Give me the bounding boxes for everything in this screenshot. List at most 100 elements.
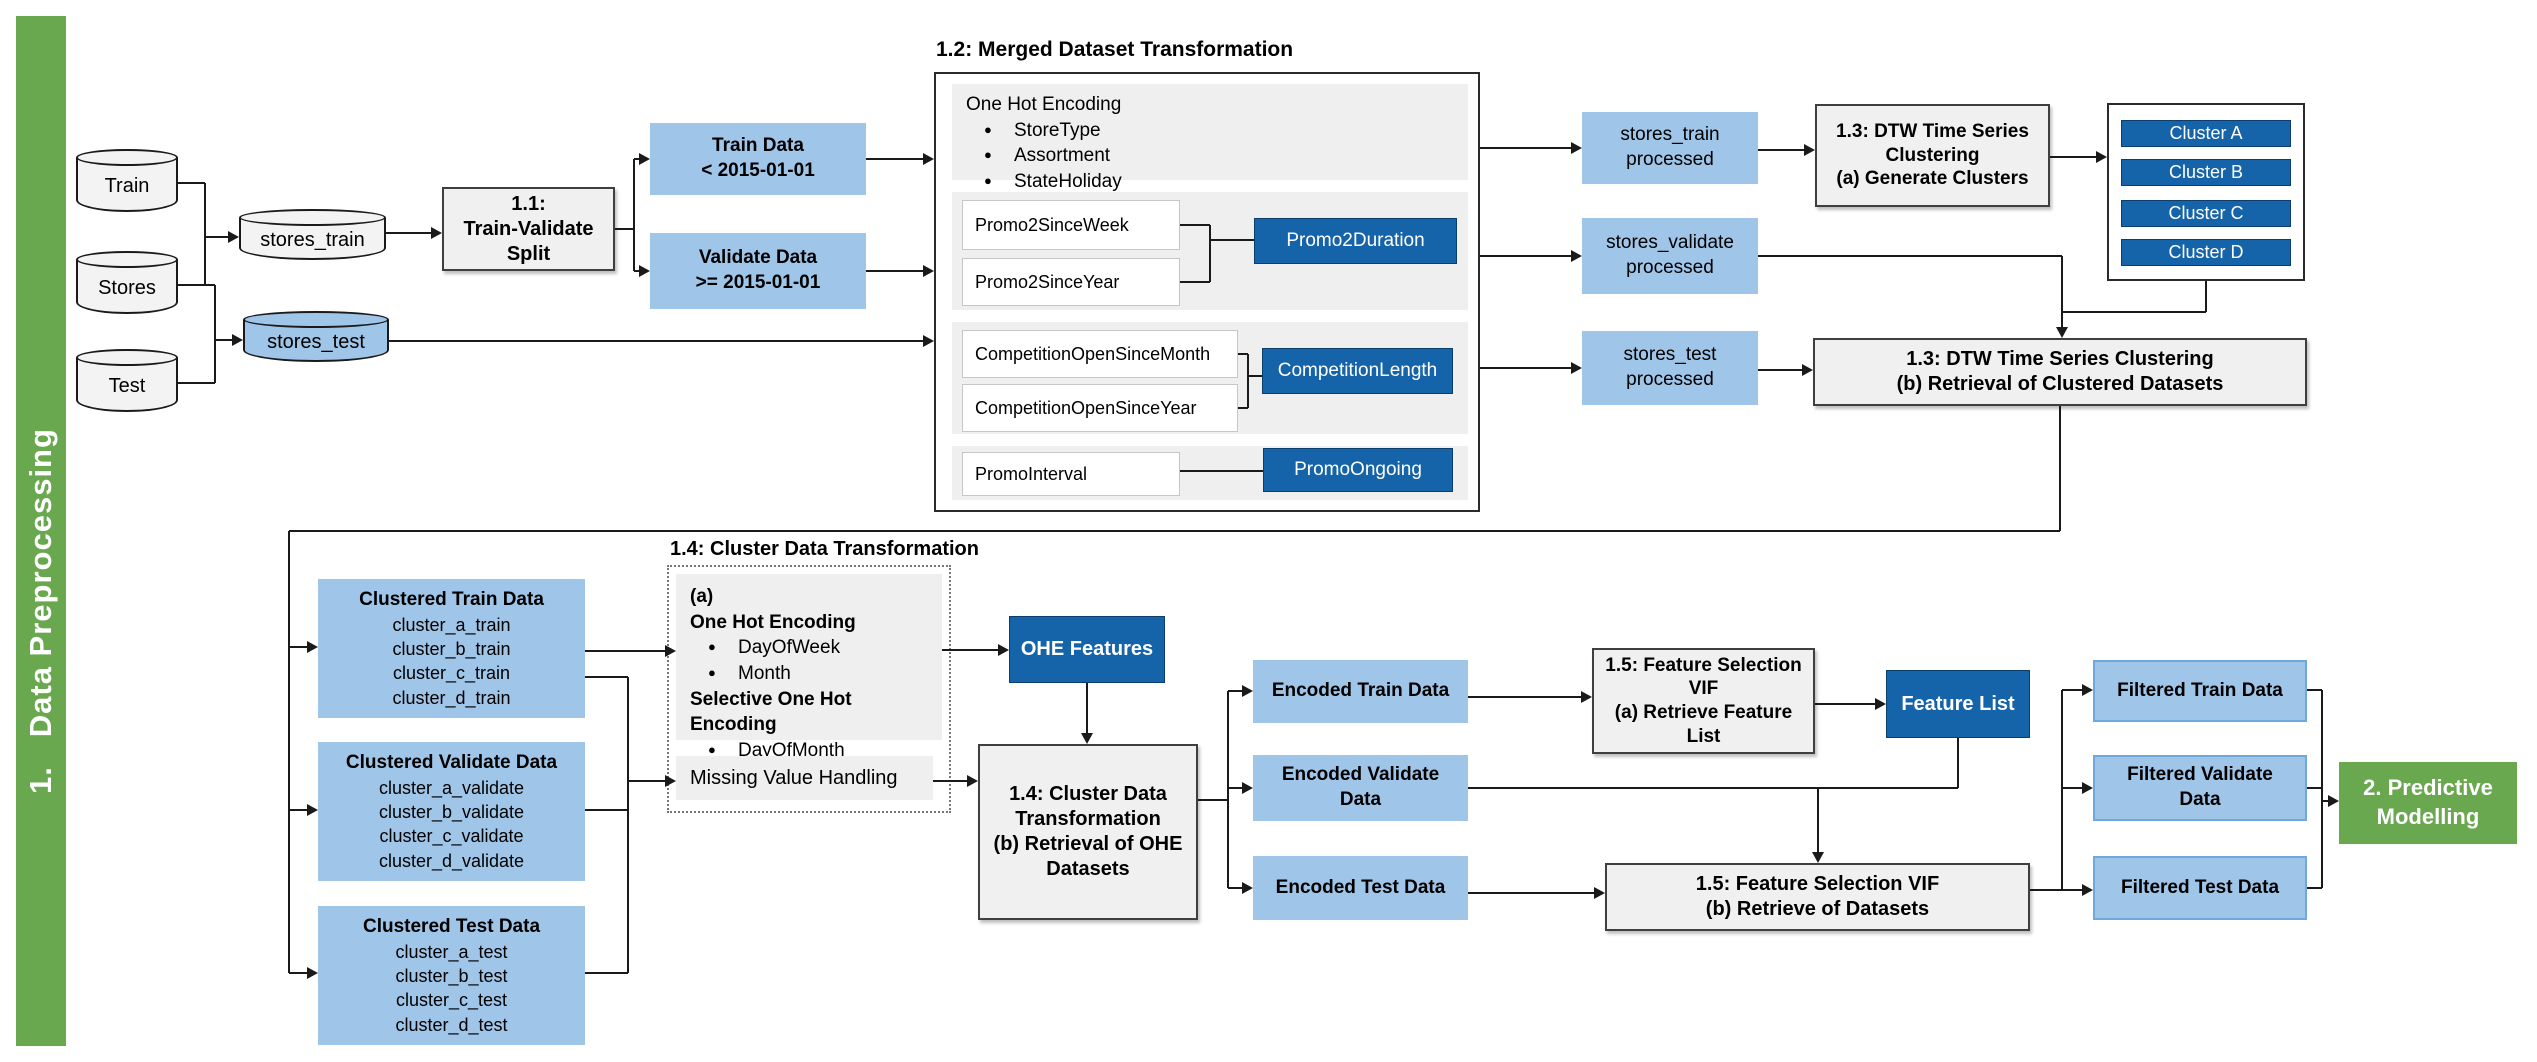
connector-line xyxy=(933,780,969,782)
connector-line xyxy=(1758,369,1804,371)
connector-line xyxy=(289,646,309,648)
encoded-train-label: Encoded Train Data xyxy=(1271,680,1450,702)
connector-line xyxy=(1468,787,1958,789)
connector-line xyxy=(1209,225,1211,282)
validate-data-label: Validate Data >= 2015-01-01 xyxy=(695,247,821,293)
cluster-d-box: Cluster D xyxy=(2121,239,2291,266)
connector-line xyxy=(1227,691,1229,888)
feature-list-label: Feature List xyxy=(1901,692,2015,715)
step-1-4b-box: 1.4: Cluster Data Transformation (b) Ret… xyxy=(978,744,1198,920)
connector-line xyxy=(2062,689,2084,691)
clustered-train-title: Clustered Train Data xyxy=(359,589,544,611)
db-stores-label: Stores xyxy=(98,276,156,299)
connector-line xyxy=(178,182,205,184)
arrowhead-icon xyxy=(923,265,934,277)
arrowhead-icon xyxy=(665,645,676,657)
arrowhead-icon xyxy=(2082,684,2093,696)
connector-line xyxy=(178,382,215,384)
filtered-train-box: Filtered Train Data xyxy=(2093,660,2307,722)
arrowhead-icon xyxy=(1081,733,1093,744)
step-1-4a-section: (a) One Hot Encoding DayOfWeek Month Sel… xyxy=(676,574,942,761)
connector-line xyxy=(1480,367,1573,369)
clustered-train-box: Clustered Train Data cluster_a_train clu… xyxy=(318,579,585,718)
connector-line xyxy=(866,158,925,160)
promo2sinceyear-label: Promo2SinceYear xyxy=(975,271,1120,292)
arrowhead-icon xyxy=(1571,250,1582,262)
arrowhead-icon xyxy=(1242,882,1253,894)
step-1-3a-box: 1.3: DTW Time Series Clustering (a) Gene… xyxy=(1815,104,2050,207)
connector-line xyxy=(585,650,667,652)
connector-line xyxy=(1198,799,1228,801)
arrowhead-icon xyxy=(2056,327,2068,338)
db-stores-train: stores_train xyxy=(239,209,386,260)
connector-line xyxy=(866,270,925,272)
connector-line xyxy=(2061,690,2063,890)
encoded-test-box: Encoded Test Data xyxy=(1253,856,1468,920)
promoongoing-label: PromoOngoing xyxy=(1294,459,1422,480)
stores-test-processed-box: stores_test processed xyxy=(1582,331,1758,405)
cluster-c-box: Cluster C xyxy=(2121,200,2291,227)
connector-line xyxy=(2307,787,2322,789)
step-1-1-label: 1.1: Train-Validate Split xyxy=(463,192,594,265)
step-1-4-title: 1.4: Cluster Data Transformation xyxy=(670,538,979,560)
stage2-label: 2. Predictive Modelling xyxy=(2363,775,2493,829)
arrowhead-icon xyxy=(1242,685,1253,697)
step-1-5b-label: 1.5: Feature Selection VIF (b) Retrieve … xyxy=(1695,873,1940,920)
connector-line xyxy=(289,809,309,811)
step-1-4b-label: 1.4: Cluster Data Transformation (b) Ret… xyxy=(993,783,1183,880)
connector-line xyxy=(2307,689,2322,691)
connector-line xyxy=(1228,690,1244,692)
arrowhead-icon xyxy=(2328,795,2339,807)
connector-line xyxy=(1228,887,1244,889)
ohe-features-label: OHE Features xyxy=(1020,638,1154,660)
clustered-test-item: cluster_b_test xyxy=(395,966,508,987)
connector-line xyxy=(178,284,215,286)
filtered-validate-label: Filtered Validate Data xyxy=(2127,764,2273,810)
connector-line xyxy=(1247,354,1249,408)
clustered-test-item: cluster_a_test xyxy=(395,941,508,962)
arrowhead-icon xyxy=(1571,362,1582,374)
connector-line xyxy=(1758,255,2062,257)
connector-line xyxy=(389,340,925,342)
arrowhead-icon xyxy=(998,644,1009,656)
competitionopensinceyear-field: CompetitionOpenSinceYear xyxy=(962,384,1238,432)
clustered-validate-title: Clustered Validate Data xyxy=(345,752,558,774)
arrowhead-icon xyxy=(1875,698,1886,710)
connector-line xyxy=(204,183,206,285)
step-1-4a-selective-heading: Selective One Hot Encoding xyxy=(690,688,852,736)
cluster-b-box: Cluster B xyxy=(2121,159,2291,186)
clustered-test-item: cluster_c_test xyxy=(395,990,508,1011)
arrowhead-icon xyxy=(665,775,676,787)
stage2-predictive-modelling: 2. Predictive Modelling xyxy=(2339,762,2517,844)
connector-line xyxy=(1180,281,1210,283)
stores-validate-processed-box: stores_validate processed xyxy=(1582,218,1758,294)
connector-line xyxy=(2321,690,2323,888)
step-1-4a-ohe-item: Month xyxy=(690,661,942,687)
connector-line xyxy=(1180,470,1263,472)
connector-line xyxy=(1957,738,1959,788)
clustered-validate-item: cluster_a_validate xyxy=(378,777,525,798)
clustered-test-item: cluster_d_test xyxy=(395,1014,508,1035)
step-1-3b-label: 1.3: DTW Time Series Clustering (b) Retr… xyxy=(1896,348,2224,395)
arrowhead-icon xyxy=(1804,144,1815,156)
connector-line xyxy=(585,676,628,678)
clustered-train-item: cluster_c_train xyxy=(392,663,511,684)
arrowhead-icon xyxy=(307,967,318,979)
connector-line xyxy=(2059,406,2061,531)
filtered-validate-box: Filtered Validate Data xyxy=(2093,755,2307,821)
stage1-sidebar: 1. Data Preprocessing xyxy=(16,16,66,1046)
connector-line xyxy=(942,649,1000,651)
connector-line xyxy=(585,972,628,974)
step-1-3b-box: 1.3: DTW Time Series Clustering (b) Retr… xyxy=(1813,338,2307,406)
arrowhead-icon xyxy=(639,153,650,165)
connector-line xyxy=(1180,224,1210,226)
step-1-4a-ohe-item: DayOfWeek xyxy=(690,635,942,661)
connector-line xyxy=(1210,239,1254,241)
clustered-validate-item: cluster_c_validate xyxy=(379,826,524,847)
connector-line xyxy=(1086,683,1088,735)
arrowhead-icon xyxy=(2082,884,2093,896)
connector-line xyxy=(1238,353,1248,355)
connector-line xyxy=(1248,375,1262,377)
competitionopensinceyear-label: CompetitionOpenSinceYear xyxy=(975,397,1197,418)
validate-data-box: Validate Data >= 2015-01-01 xyxy=(650,233,866,309)
